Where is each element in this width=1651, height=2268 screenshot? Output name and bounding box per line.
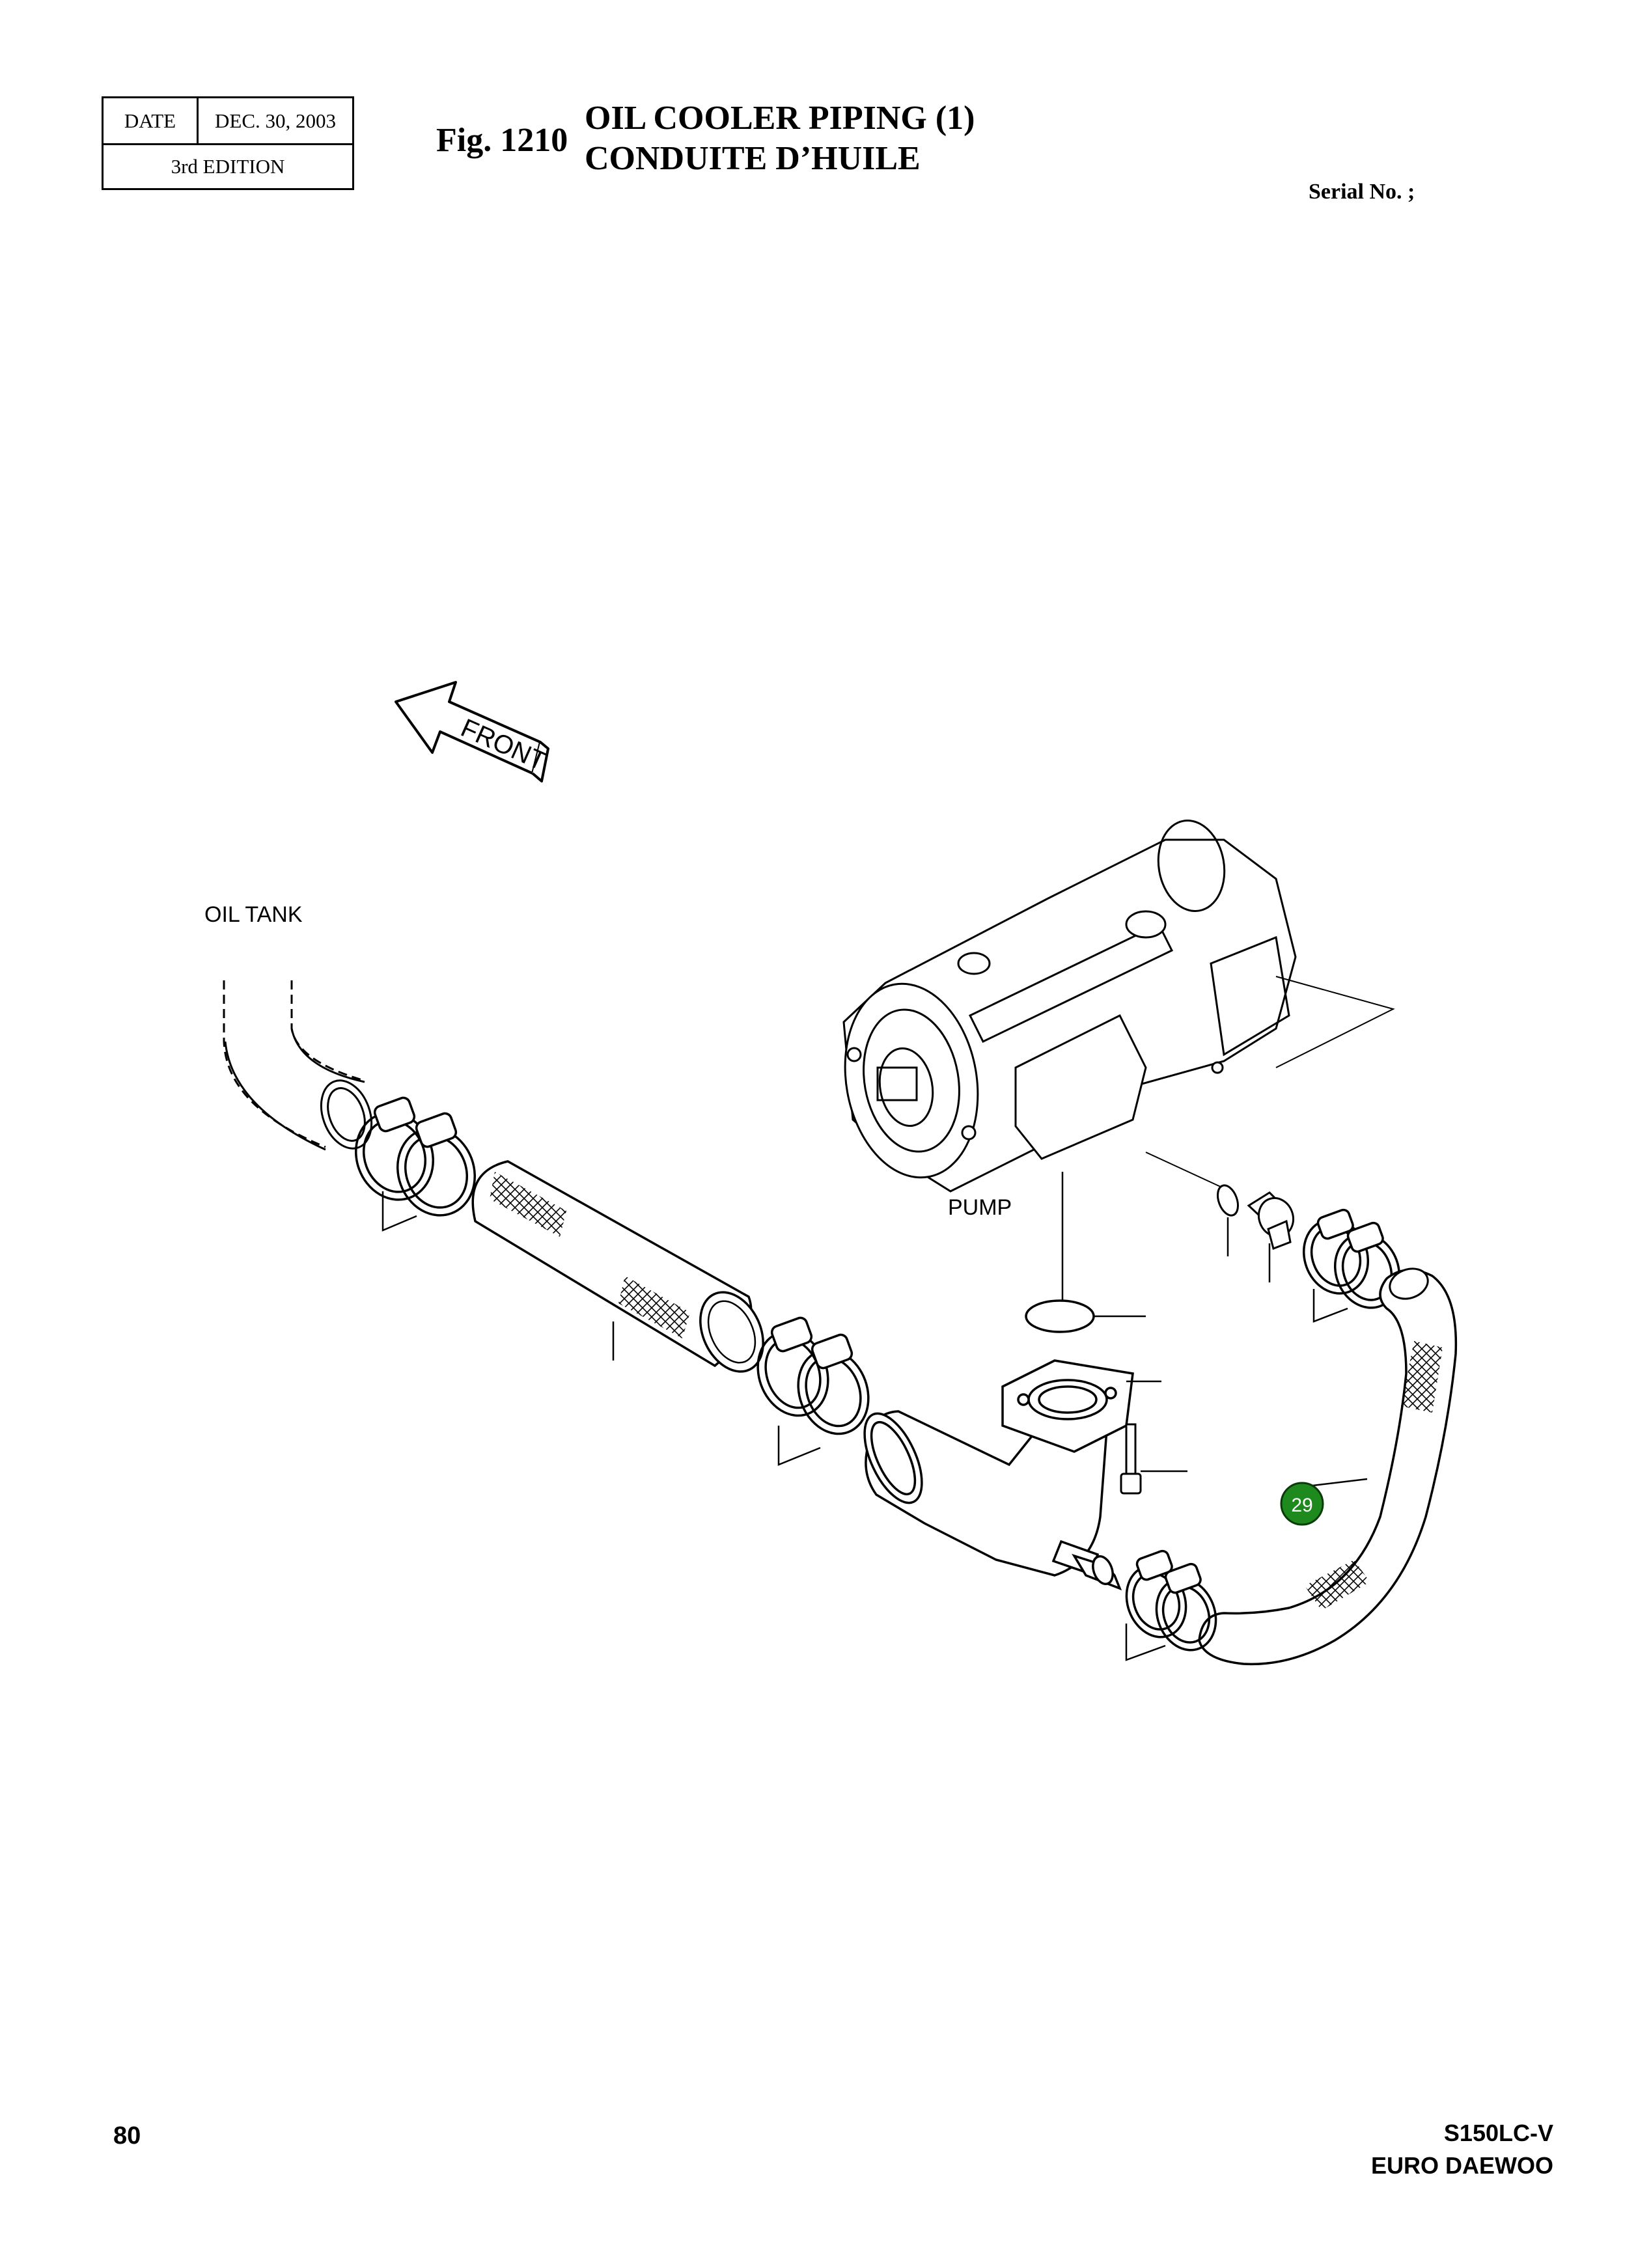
date-value: DEC. 30, 2003: [215, 109, 336, 132]
hose-clamp-4: [1125, 1549, 1217, 1661]
callout-bubble[interactable]: [1280, 1482, 1324, 1526]
title-french: CONDUITE D’HUILE: [585, 140, 921, 177]
hose-clamp-1: [354, 1096, 477, 1232]
hydraulic-pump: [842, 820, 1395, 1193]
figure-number: Fig. 1210: [436, 122, 568, 159]
long-hose: [471, 1160, 764, 1373]
serial-number-label: Serial No. ;: [1309, 180, 1415, 204]
o-ring: [1025, 1299, 1146, 1333]
suction-elbow-pipe: [863, 1359, 1161, 1591]
callout-number: 29: [1291, 1495, 1312, 1516]
callout-29[interactable]: 29: [1280, 1482, 1324, 1526]
oil-tank-label: OIL TANK: [204, 902, 303, 927]
edition-label: 3rd EDITION: [171, 155, 285, 178]
title-english: OIL COOLER PIPING (1): [585, 100, 975, 137]
hose-clamp-3: [1302, 1208, 1401, 1323]
bolt: [1120, 1423, 1187, 1495]
pump-label: PUMP: [948, 1195, 1012, 1220]
front-label: FRONT: [456, 713, 550, 776]
front-arrow-icon: FRONT: [395, 681, 550, 782]
page-number: 80: [113, 2122, 141, 2150]
machine-model: S150LC-V: [1443, 2120, 1553, 2146]
date-row: DATE DEC. 30, 2003: [104, 98, 352, 145]
hose-clamp-2: [756, 1316, 870, 1466]
return-hose: [1198, 1267, 1458, 1666]
date-label: DATE: [104, 98, 199, 143]
oil-tank-pipe: [223, 980, 373, 1151]
brand-name: EURO DAEWOO: [1370, 2152, 1553, 2179]
date-box: DATE DEC. 30, 2003 3rd EDITION: [102, 96, 354, 190]
adapter-fitting: [1216, 1184, 1294, 1282]
